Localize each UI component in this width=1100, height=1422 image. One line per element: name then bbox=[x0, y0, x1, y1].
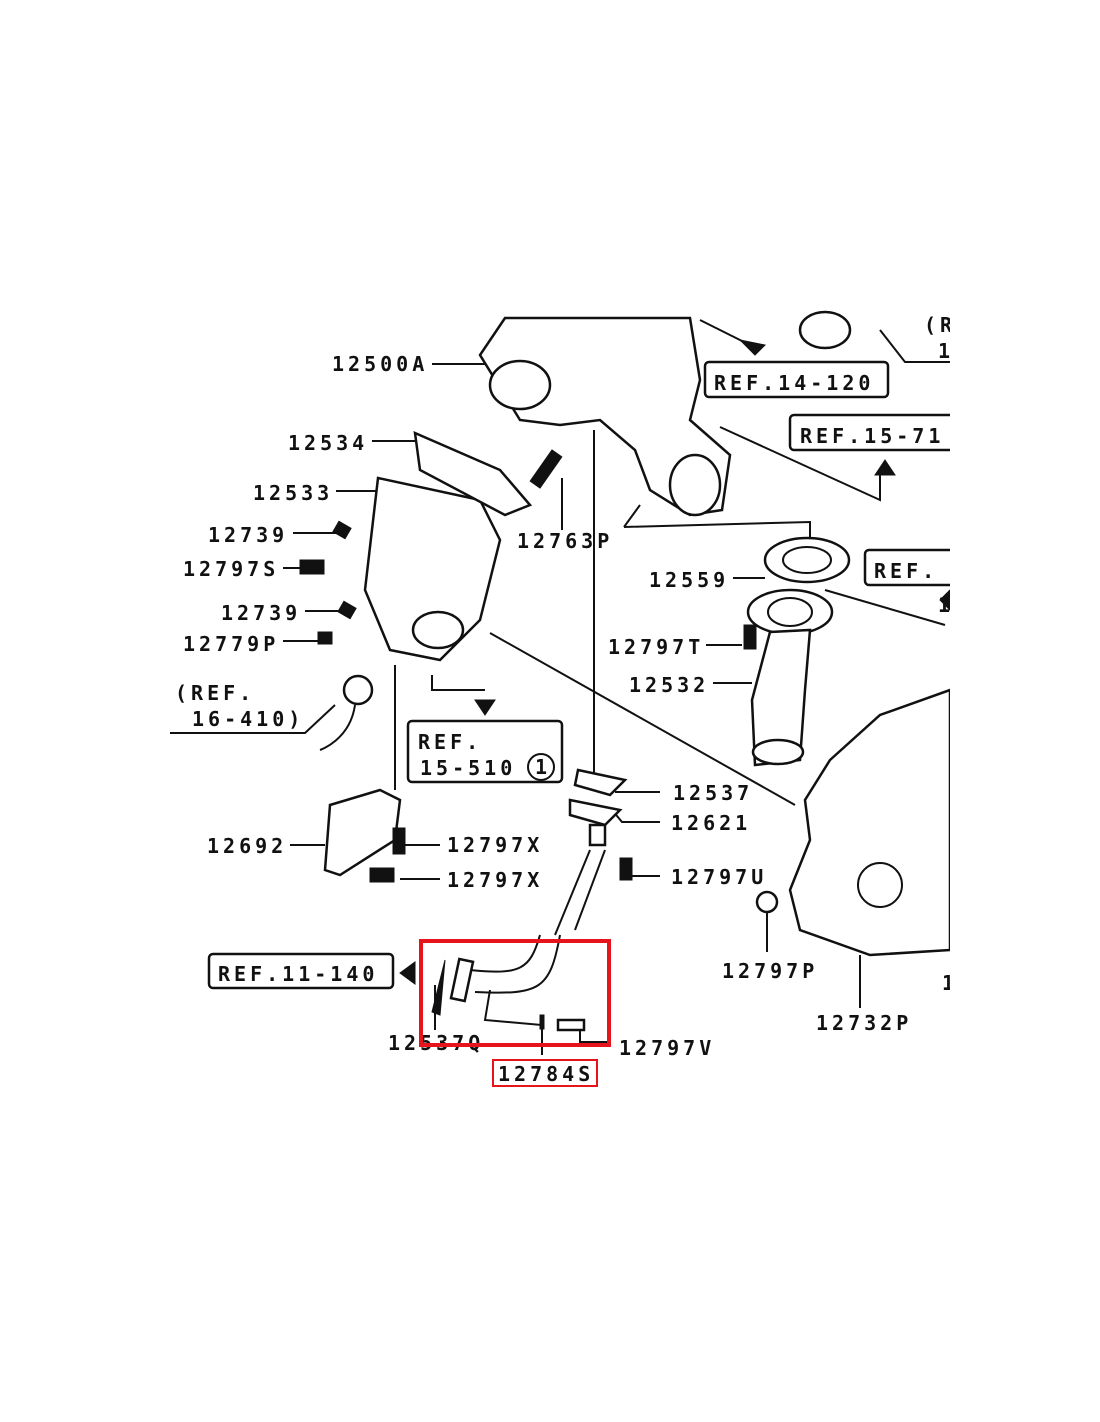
ref-11-140: REF.11-140 bbox=[218, 962, 378, 986]
part-label-12739: 12739 bbox=[221, 601, 301, 625]
part-label-12732P: 12732P bbox=[816, 1011, 912, 1035]
ref-cut-number: 1 bbox=[938, 593, 954, 617]
part-label-12621: 12621 bbox=[671, 811, 751, 835]
part-label-12534: 12534 bbox=[288, 431, 368, 455]
highlight-box bbox=[419, 939, 611, 1047]
part-label-12739: 12739 bbox=[208, 523, 288, 547]
part-label-12797X: 12797X bbox=[447, 833, 543, 857]
part-label-12779P: 12779P bbox=[183, 632, 279, 656]
ref-15-510-line1: REF. bbox=[418, 730, 482, 754]
part-label-12797T: 12797T bbox=[608, 635, 704, 659]
part-label-right-edge: 1 bbox=[942, 971, 958, 995]
ref-cut: REF. bbox=[874, 559, 938, 583]
highlight-label-box[interactable] bbox=[492, 1059, 598, 1087]
part-label-12532: 12532 bbox=[629, 673, 709, 697]
ref-14-120-box bbox=[703, 360, 890, 399]
ref-14-120: REF.14-120 bbox=[714, 371, 874, 395]
ref-cut-box bbox=[863, 548, 950, 587]
part-label-12537: 12537 bbox=[673, 781, 753, 805]
ref-15-510-circle: 1 bbox=[535, 755, 547, 779]
part-label-12559: 12559 bbox=[649, 568, 729, 592]
part-label-12692: 12692 bbox=[207, 834, 287, 858]
ref-top-right-2: 1 bbox=[938, 339, 954, 363]
part-label-12533: 12533 bbox=[253, 481, 333, 505]
part-label-12797V: 12797V bbox=[619, 1036, 715, 1060]
part-label-12500A: 12500A bbox=[332, 352, 428, 376]
part-label-12797X: 12797X bbox=[447, 868, 543, 892]
ref-15-71-box bbox=[788, 413, 950, 452]
ref-11-140-box bbox=[207, 952, 395, 990]
ref-top-right-1: (R bbox=[924, 313, 956, 337]
ref-15-71: REF.15-71 bbox=[800, 424, 944, 448]
ref-15-510-line2: 15-510 bbox=[420, 756, 516, 780]
part-label-12797P: 12797P bbox=[722, 959, 818, 983]
part-label-12797U: 12797U bbox=[671, 865, 767, 889]
leader-lines bbox=[170, 319, 950, 1055]
part-label-12763P: 12763P bbox=[517, 529, 613, 553]
part-label-12797S: 12797S bbox=[183, 557, 279, 581]
ref-16-410-line2: 16-410) bbox=[192, 707, 304, 731]
part-label-12784S[interactable]: 12784S bbox=[498, 1062, 594, 1086]
turbocharger-drawing bbox=[299, 310, 950, 1032]
ref-16-410-line1: (REF. bbox=[175, 681, 255, 705]
ref-15-510-box bbox=[406, 719, 564, 784]
